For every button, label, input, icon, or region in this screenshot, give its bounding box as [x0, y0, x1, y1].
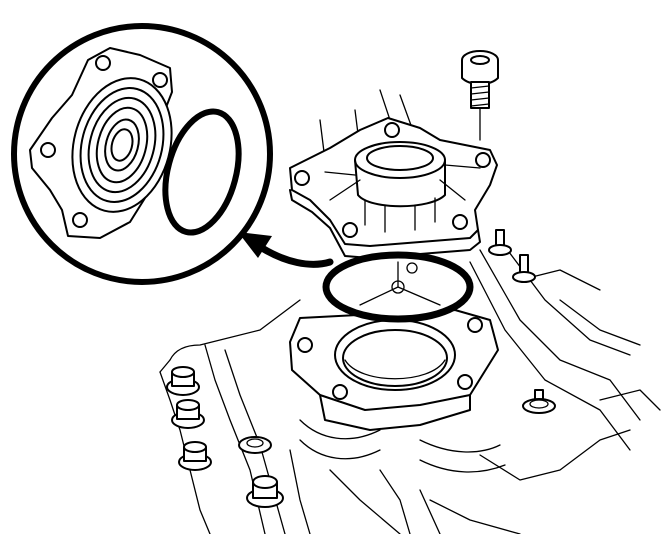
curved-callout-arrow-icon [238, 232, 334, 268]
bolt-icon [461, 50, 499, 141]
bearing-retainer-flange-icon [289, 117, 498, 259]
case-bolt-icon [166, 366, 284, 508]
stud-icon [488, 229, 556, 414]
detail-magnifier-circle-icon [11, 23, 273, 285]
o-ring-seal-icon [322, 251, 474, 323]
transmission-case-icon [159, 89, 661, 534]
